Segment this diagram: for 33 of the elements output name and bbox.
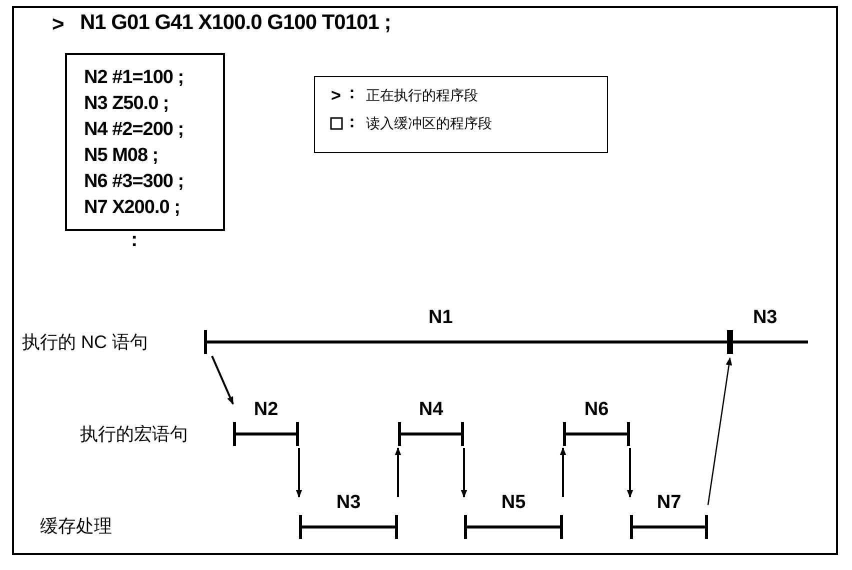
arrow [626, 448, 634, 498]
segment-label: N2 [254, 400, 278, 419]
program-line: N2 #1=100 ; [84, 66, 185, 90]
segment-label: N7 [656, 493, 682, 512]
segment-label: N3 [336, 493, 361, 512]
segment-label: N1 [428, 308, 453, 327]
segment-label: N4 [418, 400, 444, 419]
row-label: 缓存处理 [40, 515, 112, 538]
arrow [394, 447, 402, 497]
program-line: N5 M08 ; [84, 144, 160, 168]
segment-label: N6 [584, 400, 609, 419]
legend-text: 读入缓冲区的程序段 [366, 115, 492, 134]
arrow [460, 448, 468, 498]
program-line: N6 #3=300 ; [84, 170, 185, 194]
arrow [296, 448, 302, 498]
segment-label: N5 [501, 493, 526, 512]
arrow [560, 447, 566, 497]
continuation-mark: : [131, 228, 138, 253]
legend-symbol: ： [344, 113, 360, 133]
legend-symbol: > [52, 12, 64, 38]
legend-symbol: ： [344, 84, 360, 104]
legend-symbol: > [331, 85, 341, 106]
program-block-box [65, 53, 225, 231]
arrow [707, 357, 732, 506]
arrow [211, 356, 234, 405]
segment-label: N3 [752, 308, 778, 327]
row-label: 执行的 NC 语句 [22, 331, 148, 354]
program-line: N4 #2=200 ; [84, 118, 185, 142]
program-line: N1 G01 G41 X100.0 G100 T0101 ; [80, 10, 391, 36]
legend-text: 正在执行的程序段 [366, 87, 478, 106]
row-label: 执行的宏语句 [80, 423, 188, 446]
program-line: N7 X200.0 ; [84, 196, 181, 220]
program-line: N3 Z50.0 ; [84, 92, 170, 116]
